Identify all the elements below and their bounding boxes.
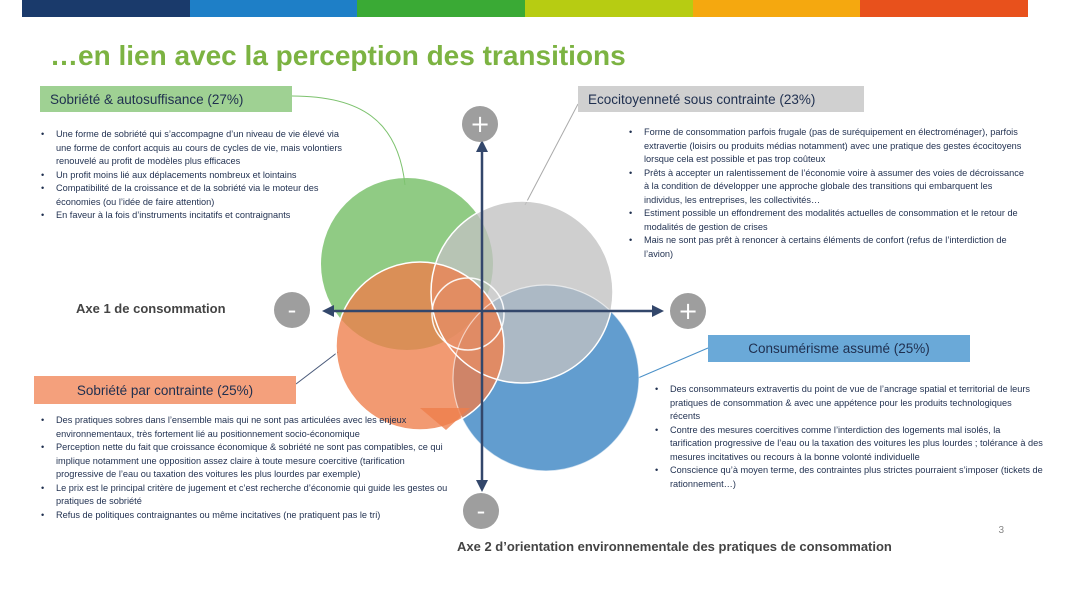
label-consumerisme: Consumérisme assumé (25%) <box>708 335 970 362</box>
connector-line-gray <box>524 103 579 206</box>
minus-bottom-icon: - <box>463 493 499 529</box>
circle-center-highlight <box>431 277 505 351</box>
plus-right-icon: + <box>670 293 706 329</box>
axis-2-label: Axe 2 d’orientation environnementale des… <box>457 539 892 554</box>
circle-sobriete-contrainte-body <box>336 262 504 430</box>
top-bar-segment <box>860 0 1029 17</box>
list-item: Mais ne sont pas prêt à renoncer à certa… <box>629 234 1030 261</box>
circle-ecocitoyennete-outline <box>430 200 614 384</box>
list-item: Conscience qu’à moyen terme, des contrai… <box>655 464 1044 491</box>
list-item: Le prix est le principal critère de juge… <box>41 482 450 509</box>
list-item: Refus de politiques contraignantes ou mê… <box>41 509 450 523</box>
list-item: Des pratiques sobres dans l’ensemble mai… <box>41 414 450 441</box>
vertical-axis-arrow-up <box>476 140 488 152</box>
top-bar-segment <box>189 0 358 17</box>
list-item: Une forme de sobriété qui s’accompagne d… <box>41 128 352 169</box>
label-sobriete-contrainte-text: Sobriété par contrainte (25%) <box>76 382 254 398</box>
top-bar-segment <box>525 0 693 17</box>
plus-top-icon: + <box>462 106 498 142</box>
list-item: En faveur à la fois d’instruments incita… <box>41 209 352 223</box>
list-item: Compatibilité de la croissance et de la … <box>41 182 352 209</box>
top-color-bar <box>22 0 1029 17</box>
label-ecocitoyennete: Ecocitoyenneté sous contrainte (23%) <box>578 86 864 112</box>
bullets-consumerisme: Des consommateurs extravertis du point d… <box>652 383 1044 491</box>
circle-consumerisme-outline <box>452 284 640 472</box>
label-sobriete-autosuffisance: Sobriété & autosuffisance (27%) <box>40 86 292 112</box>
horizontal-axis-arrow-left <box>322 305 334 317</box>
list-item: Perception nette du fait que croissance … <box>41 441 450 482</box>
connector-line-orange <box>295 351 339 385</box>
bullets-sobriete-contrainte: Des pratiques sobres dans l’ensemble mai… <box>38 414 450 522</box>
label-sobriete-contrainte: Sobriété par contrainte (25%) <box>34 376 296 404</box>
bullets-ecocitoyennete: Forme de consommation parfois frugale (p… <box>626 126 1030 261</box>
horizontal-axis-arrow-right <box>652 305 664 317</box>
list-item: Estiment possible un effondrement des mo… <box>629 207 1030 234</box>
label-consumerisme-text: Consumérisme assumé (25%) <box>748 341 930 356</box>
slide-title: …en lien avec la perception des transiti… <box>50 40 626 71</box>
connector-line-green <box>291 95 406 186</box>
minus-left-icon: - <box>274 292 310 328</box>
label-sobriete-autosuffisance-text: Sobriété & autosuffisance (27%) <box>50 91 244 107</box>
top-bar-segment <box>357 0 526 17</box>
page-number: 3 <box>998 525 1004 536</box>
list-item: Forme de consommation parfois frugale (p… <box>629 126 1030 167</box>
axis-1-label: Axe 1 de consommation <box>76 301 226 316</box>
list-item: Des consommateurs extravertis du point d… <box>655 383 1044 424</box>
top-bar-segment <box>22 0 190 17</box>
label-ecocitoyennete-text: Ecocitoyenneté sous contrainte (23%) <box>588 91 816 107</box>
bullets-sobriete-autosuffisance: Une forme de sobriété qui s’accompagne d… <box>38 128 352 223</box>
connector-line-blue <box>637 347 709 379</box>
list-item: Prêts à accepter un ralentissement de l’… <box>629 167 1030 208</box>
vertical-axis-arrow-down <box>476 480 488 492</box>
list-item: Un profit moins lié aux déplacements nom… <box>41 169 352 183</box>
top-bar-segment <box>692 0 861 17</box>
list-item: Contre des mesures coercitives comme l’i… <box>655 424 1044 465</box>
